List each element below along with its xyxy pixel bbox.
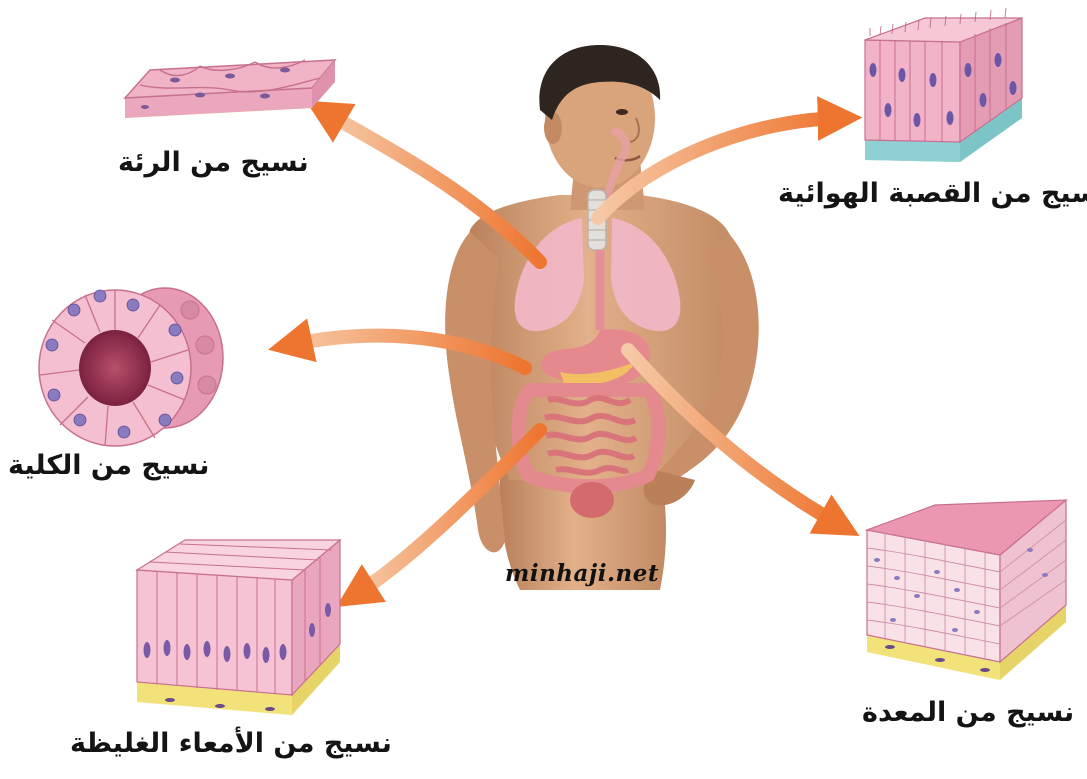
arrow-to-lung: [325, 112, 540, 262]
stomach-tissue-label: نسيج من المعدة: [862, 697, 1074, 729]
stomach-tissue: [867, 500, 1066, 680]
intestine-tissue-label: نسيج من الأمعاء الغليظة: [70, 728, 392, 760]
trachea-tissue-label: نسيج من القصبة الهوائية: [778, 178, 1087, 210]
human-figure: [445, 45, 759, 590]
intestine-tissue: [137, 540, 340, 715]
lung-tissue: [125, 60, 335, 118]
lung-tissue-label: نسيج من الرئة: [118, 147, 309, 179]
trachea-tissue: [865, 8, 1022, 162]
kidney-tissue: [39, 288, 223, 446]
kidney-tissue-label: نسيج من الكلية: [8, 450, 209, 482]
watermark-text: minhaji.net: [505, 560, 659, 587]
